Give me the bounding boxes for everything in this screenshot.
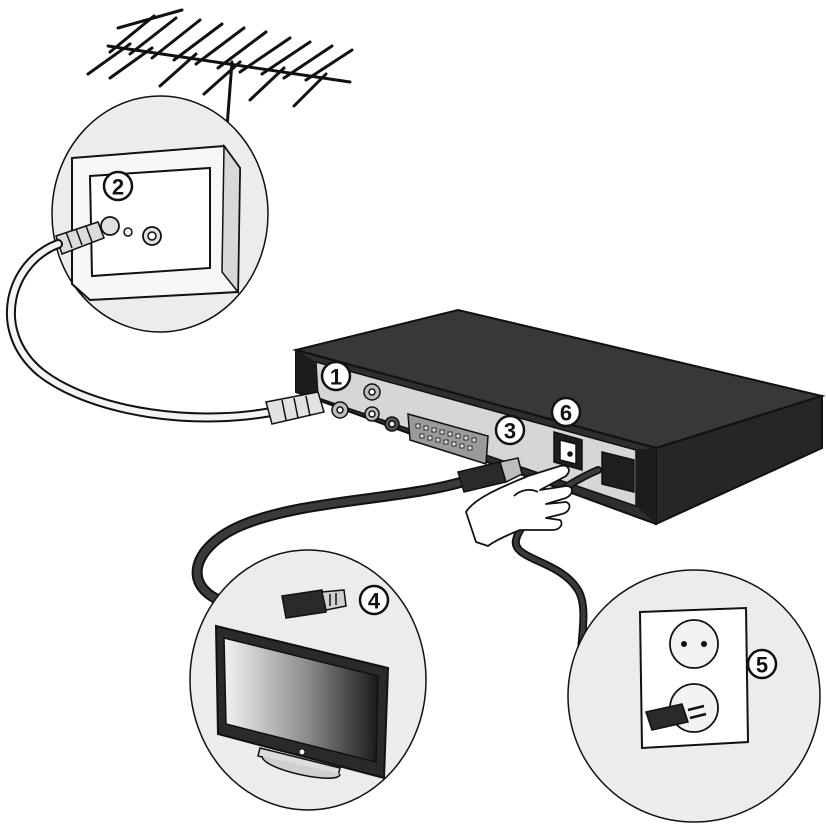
callout-6-label: 6 bbox=[560, 401, 572, 426]
callout-5: 5 bbox=[746, 648, 778, 680]
hdmi-plug-icon bbox=[457, 457, 523, 493]
callout-5-label: 5 bbox=[756, 653, 768, 678]
rf-connectors bbox=[331, 383, 381, 419]
antenna-icon bbox=[86, 8, 354, 142]
hand-icon bbox=[465, 464, 573, 547]
power-inlet bbox=[601, 451, 635, 493]
tv-icon bbox=[214, 624, 390, 780]
callout-2-label: 2 bbox=[112, 175, 124, 200]
outlet-callout: 5 bbox=[567, 569, 821, 823]
hdmi-plug-tv bbox=[281, 589, 347, 619]
power-plug-icon bbox=[645, 703, 707, 731]
callout-4-label: 4 bbox=[368, 589, 381, 614]
wall-socket-icon bbox=[71, 143, 242, 302]
coax-plug-box bbox=[265, 391, 325, 425]
callout-4: 4 bbox=[358, 584, 390, 616]
callout-6: 6 bbox=[550, 396, 582, 428]
callout-1: 1 bbox=[320, 360, 352, 392]
av-connectors bbox=[364, 406, 400, 432]
set-top-box bbox=[292, 308, 826, 526]
wall-socket-callout: 2 bbox=[51, 95, 269, 333]
coax-cable bbox=[5, 239, 295, 423]
power-switch bbox=[553, 431, 583, 471]
tv-callout: 4 bbox=[189, 549, 427, 811]
callout-1-label: 1 bbox=[330, 365, 342, 390]
callout-2: 2 bbox=[102, 170, 134, 202]
callout-3: 3 bbox=[494, 414, 526, 446]
callout-3-label: 3 bbox=[504, 419, 516, 444]
